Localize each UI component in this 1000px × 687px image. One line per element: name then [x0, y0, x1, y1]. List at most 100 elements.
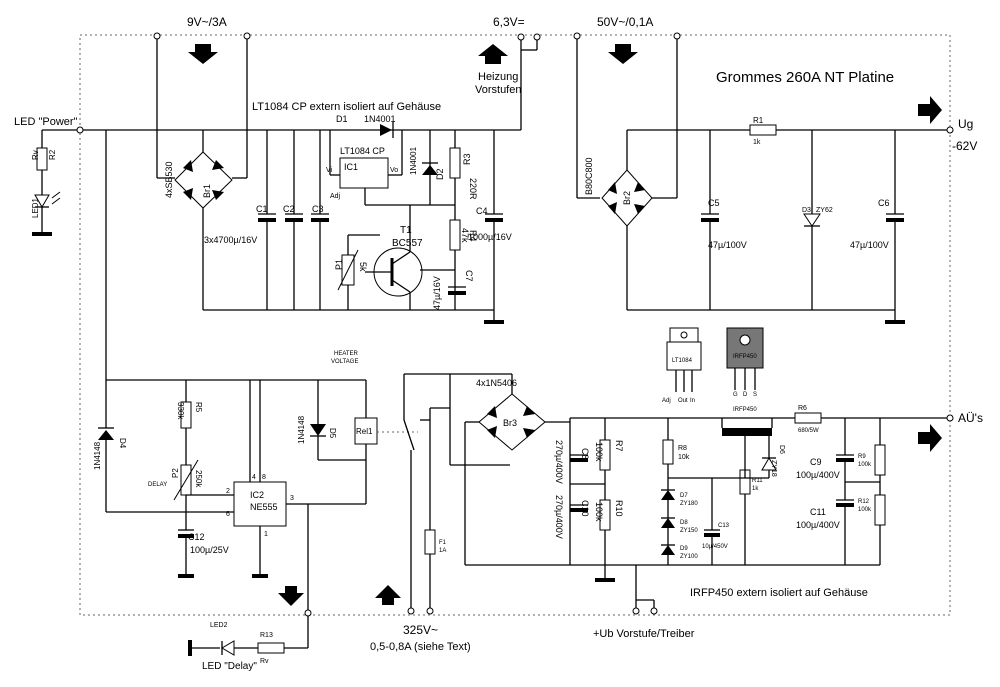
d8-zener: [661, 518, 675, 528]
component-label: D5: [328, 428, 337, 439]
component-label: C3: [312, 204, 324, 214]
terminal-mains-a: [407, 607, 415, 615]
arrow-up-icon: [478, 44, 508, 64]
label-vorstufen: Vorstufen: [475, 84, 521, 96]
label-led-delay: LED "Delay": [202, 661, 257, 672]
label-heizung: Heizung: [478, 71, 518, 83]
component-label: IC1: [344, 162, 358, 172]
component-label: Br3: [503, 418, 517, 428]
component-label: P2: [171, 468, 180, 478]
led1-icon: [34, 194, 50, 208]
component-label: R8: [678, 445, 687, 452]
page-title: Grommes 260A NT Platine: [716, 69, 894, 86]
arrow-down-icon: [278, 586, 304, 606]
d5-diode: [310, 424, 326, 436]
component-label: 100µ/400V: [796, 520, 840, 530]
component-label: 220R: [468, 178, 478, 200]
component-label: HEATER: [334, 351, 359, 357]
component-label: C4: [476, 206, 488, 216]
terminal-mains-b: [426, 607, 434, 615]
component-label: T1: [400, 225, 412, 236]
component-label: Br1: [202, 184, 212, 198]
component-label: R11: [752, 478, 763, 484]
component-label: 1N4148: [93, 441, 102, 470]
component-label: R5: [194, 402, 203, 413]
r1-resistor: [749, 124, 777, 136]
component-label: D7: [680, 493, 688, 499]
component-label: NE555: [250, 502, 278, 512]
component-label: 1000µ/16V: [468, 232, 512, 242]
component-label: Rv: [260, 658, 269, 665]
terminal-50v-a: [573, 32, 581, 40]
d9-zener: [661, 545, 675, 555]
component-label: 330k: [176, 402, 185, 420]
r4-resistor: [449, 219, 461, 251]
c5-capacitor: [701, 218, 719, 222]
component-label: C9: [810, 457, 822, 467]
component-label: 47µ/100V: [850, 240, 889, 250]
component-label: 1k: [752, 486, 759, 492]
component-label: ZY62: [816, 207, 833, 214]
r6-resistor: [794, 412, 822, 424]
d3-zener: [803, 213, 821, 227]
component-label: 6: [226, 511, 230, 518]
component-label: D: [743, 392, 748, 398]
component-label: LT1084: [672, 358, 693, 364]
board-outline: [79, 34, 951, 616]
component-label: Out: [678, 398, 688, 404]
component-label: IC2: [250, 490, 264, 500]
component-label: VOLTAGE: [331, 359, 358, 365]
terminal-led-delay: [304, 609, 312, 617]
caps-c1-c3: [258, 130, 329, 310]
component-label: 680/5W: [798, 428, 819, 434]
label-63v: 6,3V=: [493, 15, 525, 29]
component-label: Rv: [31, 150, 40, 160]
component-label: 1N4148: [297, 415, 306, 444]
label-325v: 325V~: [403, 623, 438, 637]
component-label: 8: [262, 474, 266, 481]
component-label: R10: [614, 500, 624, 517]
d1-diode: [380, 124, 392, 136]
component-label: 270µ/400V: [554, 495, 564, 539]
component-label: 100k: [858, 507, 872, 513]
component-label: R13: [260, 632, 273, 639]
lt1084-package: [666, 327, 702, 392]
label-62v: -62V: [952, 139, 977, 153]
component-label: D4: [118, 438, 127, 449]
component-label: 3x4700µ/16V: [204, 235, 257, 245]
label-ub: +Ub Vorstufe/Treiber: [593, 628, 695, 640]
component-label: C10: [580, 500, 590, 517]
component-label: R7: [614, 440, 624, 452]
r13-resistor: [257, 642, 285, 654]
component-label: C11: [810, 507, 826, 517]
terminal-aus: [946, 414, 954, 422]
component-label: R12: [858, 499, 870, 505]
component-label: ZY150: [680, 528, 698, 534]
component-label: 270µ/400V: [554, 440, 564, 484]
terminal-50v-b: [673, 32, 681, 40]
component-label: 1A: [439, 548, 446, 554]
note-lt1084: LT1084 CP extern isoliert auf Gehäuse: [252, 101, 441, 113]
label-9v: 9V~/3A: [187, 15, 227, 29]
f1-fuse: [424, 529, 436, 555]
component-label: R3: [462, 153, 472, 165]
component-label: In: [690, 398, 695, 404]
label-ug: Ug: [958, 117, 973, 131]
d4-diode: [98, 430, 114, 440]
component-label: 47k: [460, 228, 470, 243]
component-label: R4: [468, 230, 478, 242]
component-label: C1: [256, 204, 268, 214]
component-label: C13: [718, 523, 730, 529]
component-label: Br2: [622, 191, 632, 205]
component-label: 3: [290, 495, 294, 502]
component-label: D2: [435, 168, 445, 180]
terminal-63v-b: [533, 33, 541, 41]
r12-resistor: [874, 494, 886, 526]
component-label: R1: [753, 116, 764, 125]
c10-capacitor: [570, 508, 588, 512]
component-label: Adj: [662, 398, 671, 404]
component-label: 4: [252, 474, 256, 481]
component-label: IRFP450: [733, 407, 757, 413]
component-label: IRFP450: [733, 354, 757, 360]
component-label: BC557: [392, 238, 423, 249]
